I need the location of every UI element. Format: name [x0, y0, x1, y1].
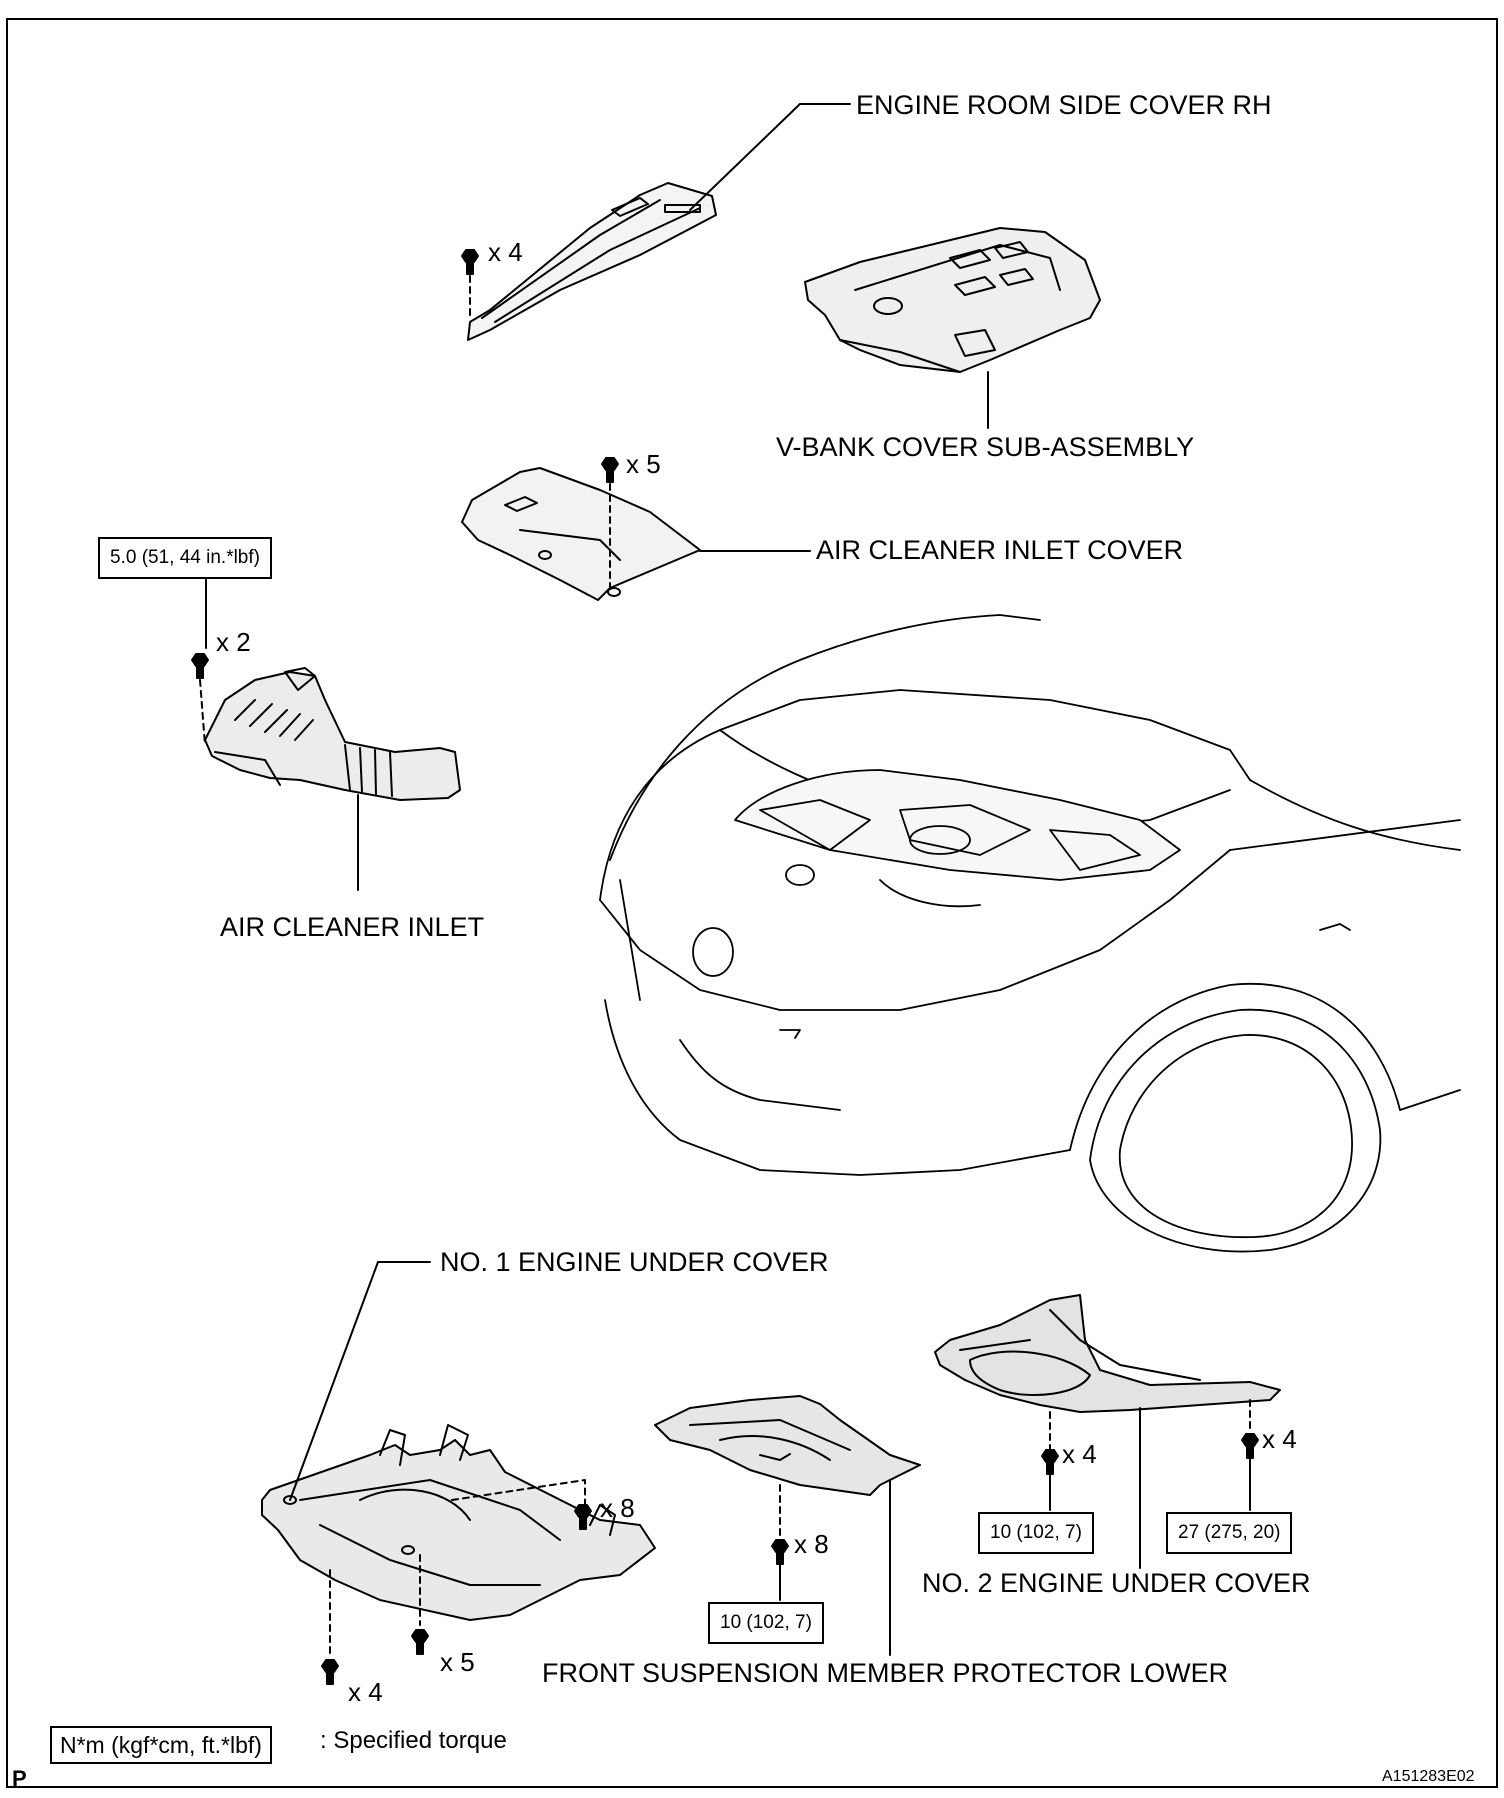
torque-no2-left: 10 (102, 7) [978, 1512, 1094, 1554]
v-bank-cover-part [804, 227, 1101, 373]
diagram-frame [6, 18, 1498, 1788]
inlet-cover-bolt-icon [601, 457, 619, 483]
label-no1-engine-under-cover: NO. 1 ENGINE UNDER COVER [440, 1247, 829, 1277]
qty-no1-rear-bolts: x 8 [600, 1493, 635, 1523]
no1-engine-under-cover-part [261, 1424, 656, 1621]
vehicle-outline [599, 614, 1461, 1253]
figure-code: A151283E02 [1382, 1768, 1475, 1785]
no2-left-bolt-icon [1041, 1449, 1059, 1475]
side-cover-bolt-icon [461, 249, 479, 275]
qty-inlet-cover-bolts: x 5 [626, 449, 661, 479]
no1-rear-bolt-icon [574, 1504, 592, 1530]
air-cleaner-inlet-cover-part [461, 467, 701, 601]
label-no2-engine-under-cover: NO. 2 ENGINE UNDER COVER [922, 1568, 1311, 1598]
label-v-bank-cover: V-BANK COVER SUB-ASSEMBLY [776, 432, 1195, 462]
label-engine-room-side-cover: ENGINE ROOM SIDE COVER RH [856, 90, 1272, 120]
qty-no1-left-bolts: x 4 [348, 1677, 383, 1707]
protector-bolt-icon [771, 1539, 789, 1565]
qty-protector-bolts: x 8 [794, 1529, 829, 1559]
torque-protector: 10 (102, 7) [708, 1602, 824, 1644]
no1-leader [289, 1261, 379, 1501]
torque-air-inlet: 5.0 (51, 44 in.*lbf) [98, 537, 272, 579]
label-air-cleaner-inlet: AIR CLEANER INLET [220, 912, 485, 942]
label-front-suspension-protector: FRONT SUSPENSION MEMBER PROTECTOR LOWER [542, 1658, 1229, 1688]
label-air-cleaner-inlet-cover: AIR CLEANER INLET COVER [816, 535, 1184, 565]
no2-engine-under-cover-part [934, 1294, 1281, 1413]
qty-no2-left-bolts: x 4 [1062, 1439, 1097, 1469]
air-cleaner-inlet-part [204, 667, 461, 801]
air-inlet-bolt-icon [191, 653, 209, 679]
corner-mark: P [12, 1766, 27, 1791]
front-suspension-protector-part [654, 1395, 921, 1496]
qty-no1-mid-bolts: x 5 [440, 1647, 475, 1677]
qty-no2-right-bolts: x 4 [1262, 1424, 1297, 1454]
torque-no2-right: 27 (275, 20) [1166, 1512, 1293, 1554]
no2-right-bolt-icon [1241, 1433, 1259, 1459]
no1-mid-bolt-icon [411, 1629, 429, 1655]
qty-air-inlet-bolts: x 2 [216, 627, 251, 657]
engine-room-side-cover-part [467, 182, 717, 341]
legend-unit-box: N*m (kgf*cm, ft.*lbf) [50, 1726, 272, 1764]
no1-left-bolt-icon [321, 1659, 339, 1685]
legend-text: : Specified torque [320, 1727, 507, 1754]
side-cover-leader [689, 103, 801, 211]
qty-side-cover-bolts: x 4 [488, 237, 523, 267]
